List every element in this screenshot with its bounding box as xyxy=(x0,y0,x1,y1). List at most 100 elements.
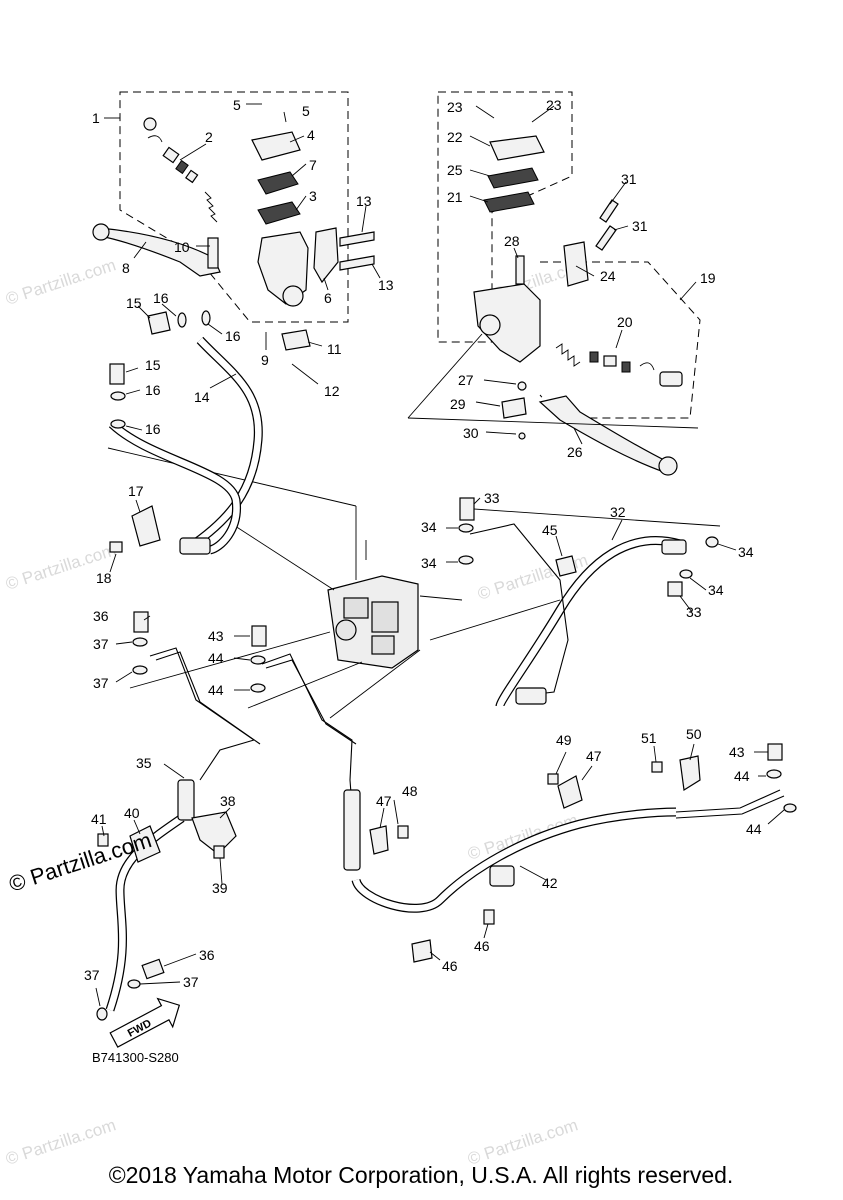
callout-34: 34 xyxy=(738,544,754,560)
callout-36: 36 xyxy=(93,608,109,624)
bolt xyxy=(109,541,123,553)
hose-fitting xyxy=(661,539,687,555)
hose-clamp xyxy=(411,939,433,963)
screw xyxy=(515,255,525,285)
hose-guide xyxy=(555,555,577,577)
callout-31: 31 xyxy=(632,218,648,234)
callout-41: 41 xyxy=(91,811,107,827)
callout-47: 47 xyxy=(586,748,602,764)
callout-22: 22 xyxy=(447,129,463,145)
hose-fitting xyxy=(179,537,211,555)
callout-28: 28 xyxy=(504,233,520,249)
callout-9: 9 xyxy=(261,352,269,368)
holder-bolt xyxy=(339,255,375,271)
brake-hoses xyxy=(105,336,785,1012)
banjo-bolt xyxy=(459,497,475,521)
hose-clamp xyxy=(679,755,701,792)
banjo-bolt xyxy=(667,581,683,597)
fwd-label: FWD xyxy=(126,1017,154,1039)
gasket xyxy=(110,419,126,429)
brake-lever xyxy=(99,227,221,277)
hose-fitting xyxy=(515,687,547,705)
gasket xyxy=(177,312,187,328)
callout-11: 11 xyxy=(327,341,342,357)
callout-21: 21 xyxy=(447,189,463,205)
callout-48: 48 xyxy=(402,783,418,799)
callout-38: 38 xyxy=(220,793,236,809)
hose-fitting xyxy=(343,789,361,871)
gasket xyxy=(132,665,148,675)
callout-13: 13 xyxy=(378,277,394,293)
gasket xyxy=(783,803,797,813)
hose-clamp xyxy=(369,825,389,855)
left-master-cylinder-group xyxy=(92,91,375,351)
callout-30: 30 xyxy=(463,425,479,441)
callout-16: 16 xyxy=(145,382,161,398)
hose-fitting xyxy=(177,779,195,821)
banjo-bolt xyxy=(147,311,171,335)
callout-23: 23 xyxy=(546,97,562,113)
banjo-bolt xyxy=(133,611,149,633)
brackets-bolts xyxy=(96,363,797,1021)
gasket xyxy=(766,769,782,779)
watermark-text: © Partzilla.com xyxy=(465,1115,580,1168)
holder xyxy=(313,227,339,284)
reservoir-cap xyxy=(251,131,301,161)
callout-43: 43 xyxy=(729,744,745,760)
master-cylinder-port xyxy=(282,285,304,307)
brake-switch xyxy=(501,397,527,419)
collar xyxy=(517,381,527,391)
callout-42: 42 xyxy=(542,875,558,891)
callout-15: 15 xyxy=(145,357,161,373)
assembly-boundary xyxy=(119,91,349,323)
hose-clamp xyxy=(557,775,583,809)
screw xyxy=(518,432,526,440)
callout-44: 44 xyxy=(746,821,762,837)
bolt xyxy=(397,825,409,839)
lever-pin xyxy=(207,237,219,269)
callout-2: 2 xyxy=(205,129,213,145)
bolt xyxy=(547,773,559,785)
callout-23: 23 xyxy=(447,99,463,115)
brake-lever xyxy=(538,395,669,473)
diaphragm xyxy=(483,191,535,213)
callout-12: 12 xyxy=(324,383,340,399)
gasket xyxy=(250,683,266,693)
watermark-text: © Partzilla.com xyxy=(3,255,118,308)
gasket xyxy=(458,523,474,533)
callout-6: 6 xyxy=(324,290,332,306)
piston-kit xyxy=(555,343,683,387)
callout-8: 8 xyxy=(122,260,130,276)
callout-35: 35 xyxy=(136,755,152,771)
callout-32: 32 xyxy=(610,504,626,520)
callout-34: 34 xyxy=(708,582,724,598)
callout-5: 5 xyxy=(233,97,241,113)
joint xyxy=(191,811,237,855)
callout-44: 44 xyxy=(208,650,224,666)
callout-29: 29 xyxy=(450,396,466,412)
callout-17: 17 xyxy=(128,483,144,499)
watermark-text: © Partzilla.com xyxy=(3,1115,118,1168)
callout-47: 47 xyxy=(376,793,392,809)
copyright-notice: ©2018 Yamaha Motor Corporation, U.S.A. A… xyxy=(109,1162,734,1188)
lever-tip xyxy=(658,456,678,476)
callout-15: 15 xyxy=(126,295,142,311)
holder-bolt xyxy=(339,231,375,247)
callout-25: 25 xyxy=(447,162,463,178)
gasket xyxy=(679,569,693,579)
banjo-bolt xyxy=(109,363,125,385)
callout-46: 46 xyxy=(474,938,490,954)
callout-16: 16 xyxy=(153,290,169,306)
holder xyxy=(563,241,589,287)
callout-13: 13 xyxy=(356,193,372,209)
callout-37: 37 xyxy=(84,967,100,983)
callout-51: 51 xyxy=(641,730,657,746)
banjo-bolt xyxy=(251,625,267,647)
assembly-boundary xyxy=(539,261,701,419)
callout-46: 46 xyxy=(442,958,458,974)
callout-24: 24 xyxy=(600,268,616,284)
callout-1: 1 xyxy=(92,110,100,126)
diaphragm-plate xyxy=(487,167,539,189)
callout-44: 44 xyxy=(734,768,750,784)
